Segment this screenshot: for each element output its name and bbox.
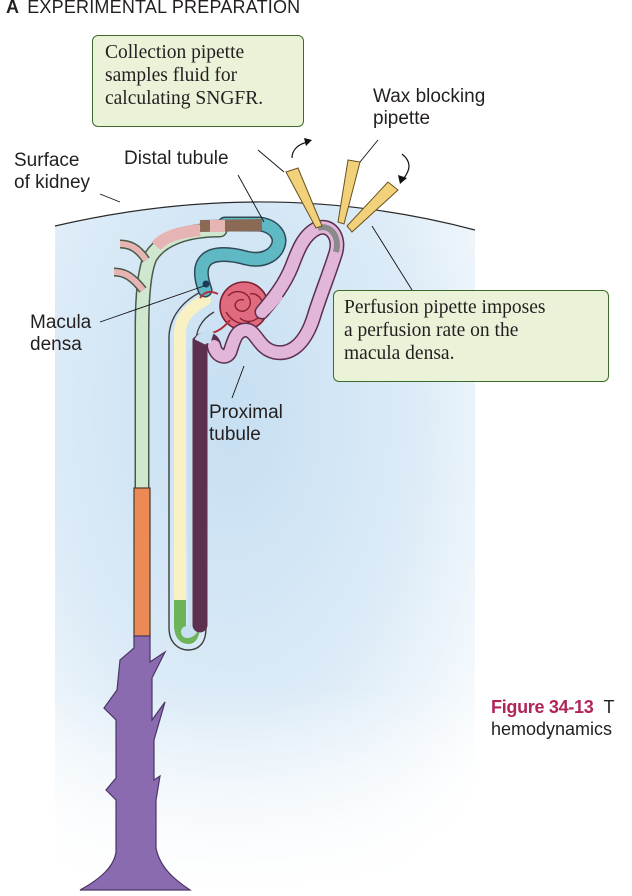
arrow-perfusion-flow-icon <box>401 153 410 179</box>
leader-wax <box>359 139 379 163</box>
figure-caption: Figure 34-13 T hemodynamics <box>491 697 615 739</box>
kidney-surface-line <box>54 201 476 231</box>
pipette-collection <box>285 167 323 229</box>
callout-perfusion-pipette: Perfusion pipette imposes a perfusion ra… <box>333 290 609 382</box>
macula-densa-marker <box>202 280 210 288</box>
collecting-duct-inner-medulla <box>79 635 192 891</box>
callout-collection-pipette: Collection pipette samples fluid for cal… <box>92 35 304 127</box>
leader-proximal <box>231 365 245 399</box>
collecting-duct-cortical <box>113 222 228 498</box>
collecting-duct-outer-medulla <box>133 487 151 639</box>
pipette-wax-blocking <box>337 159 361 225</box>
pipette-perfusion <box>346 181 399 233</box>
leader-collection <box>257 149 285 173</box>
leader-surface <box>99 193 121 203</box>
leader-distal <box>237 174 265 223</box>
proximal-tubule <box>192 219 345 633</box>
distal-tubule <box>193 216 287 298</box>
leader-macula <box>99 285 205 323</box>
label-distal-tubule: Distal tubule <box>124 148 229 169</box>
leader-perfusion <box>371 225 413 291</box>
